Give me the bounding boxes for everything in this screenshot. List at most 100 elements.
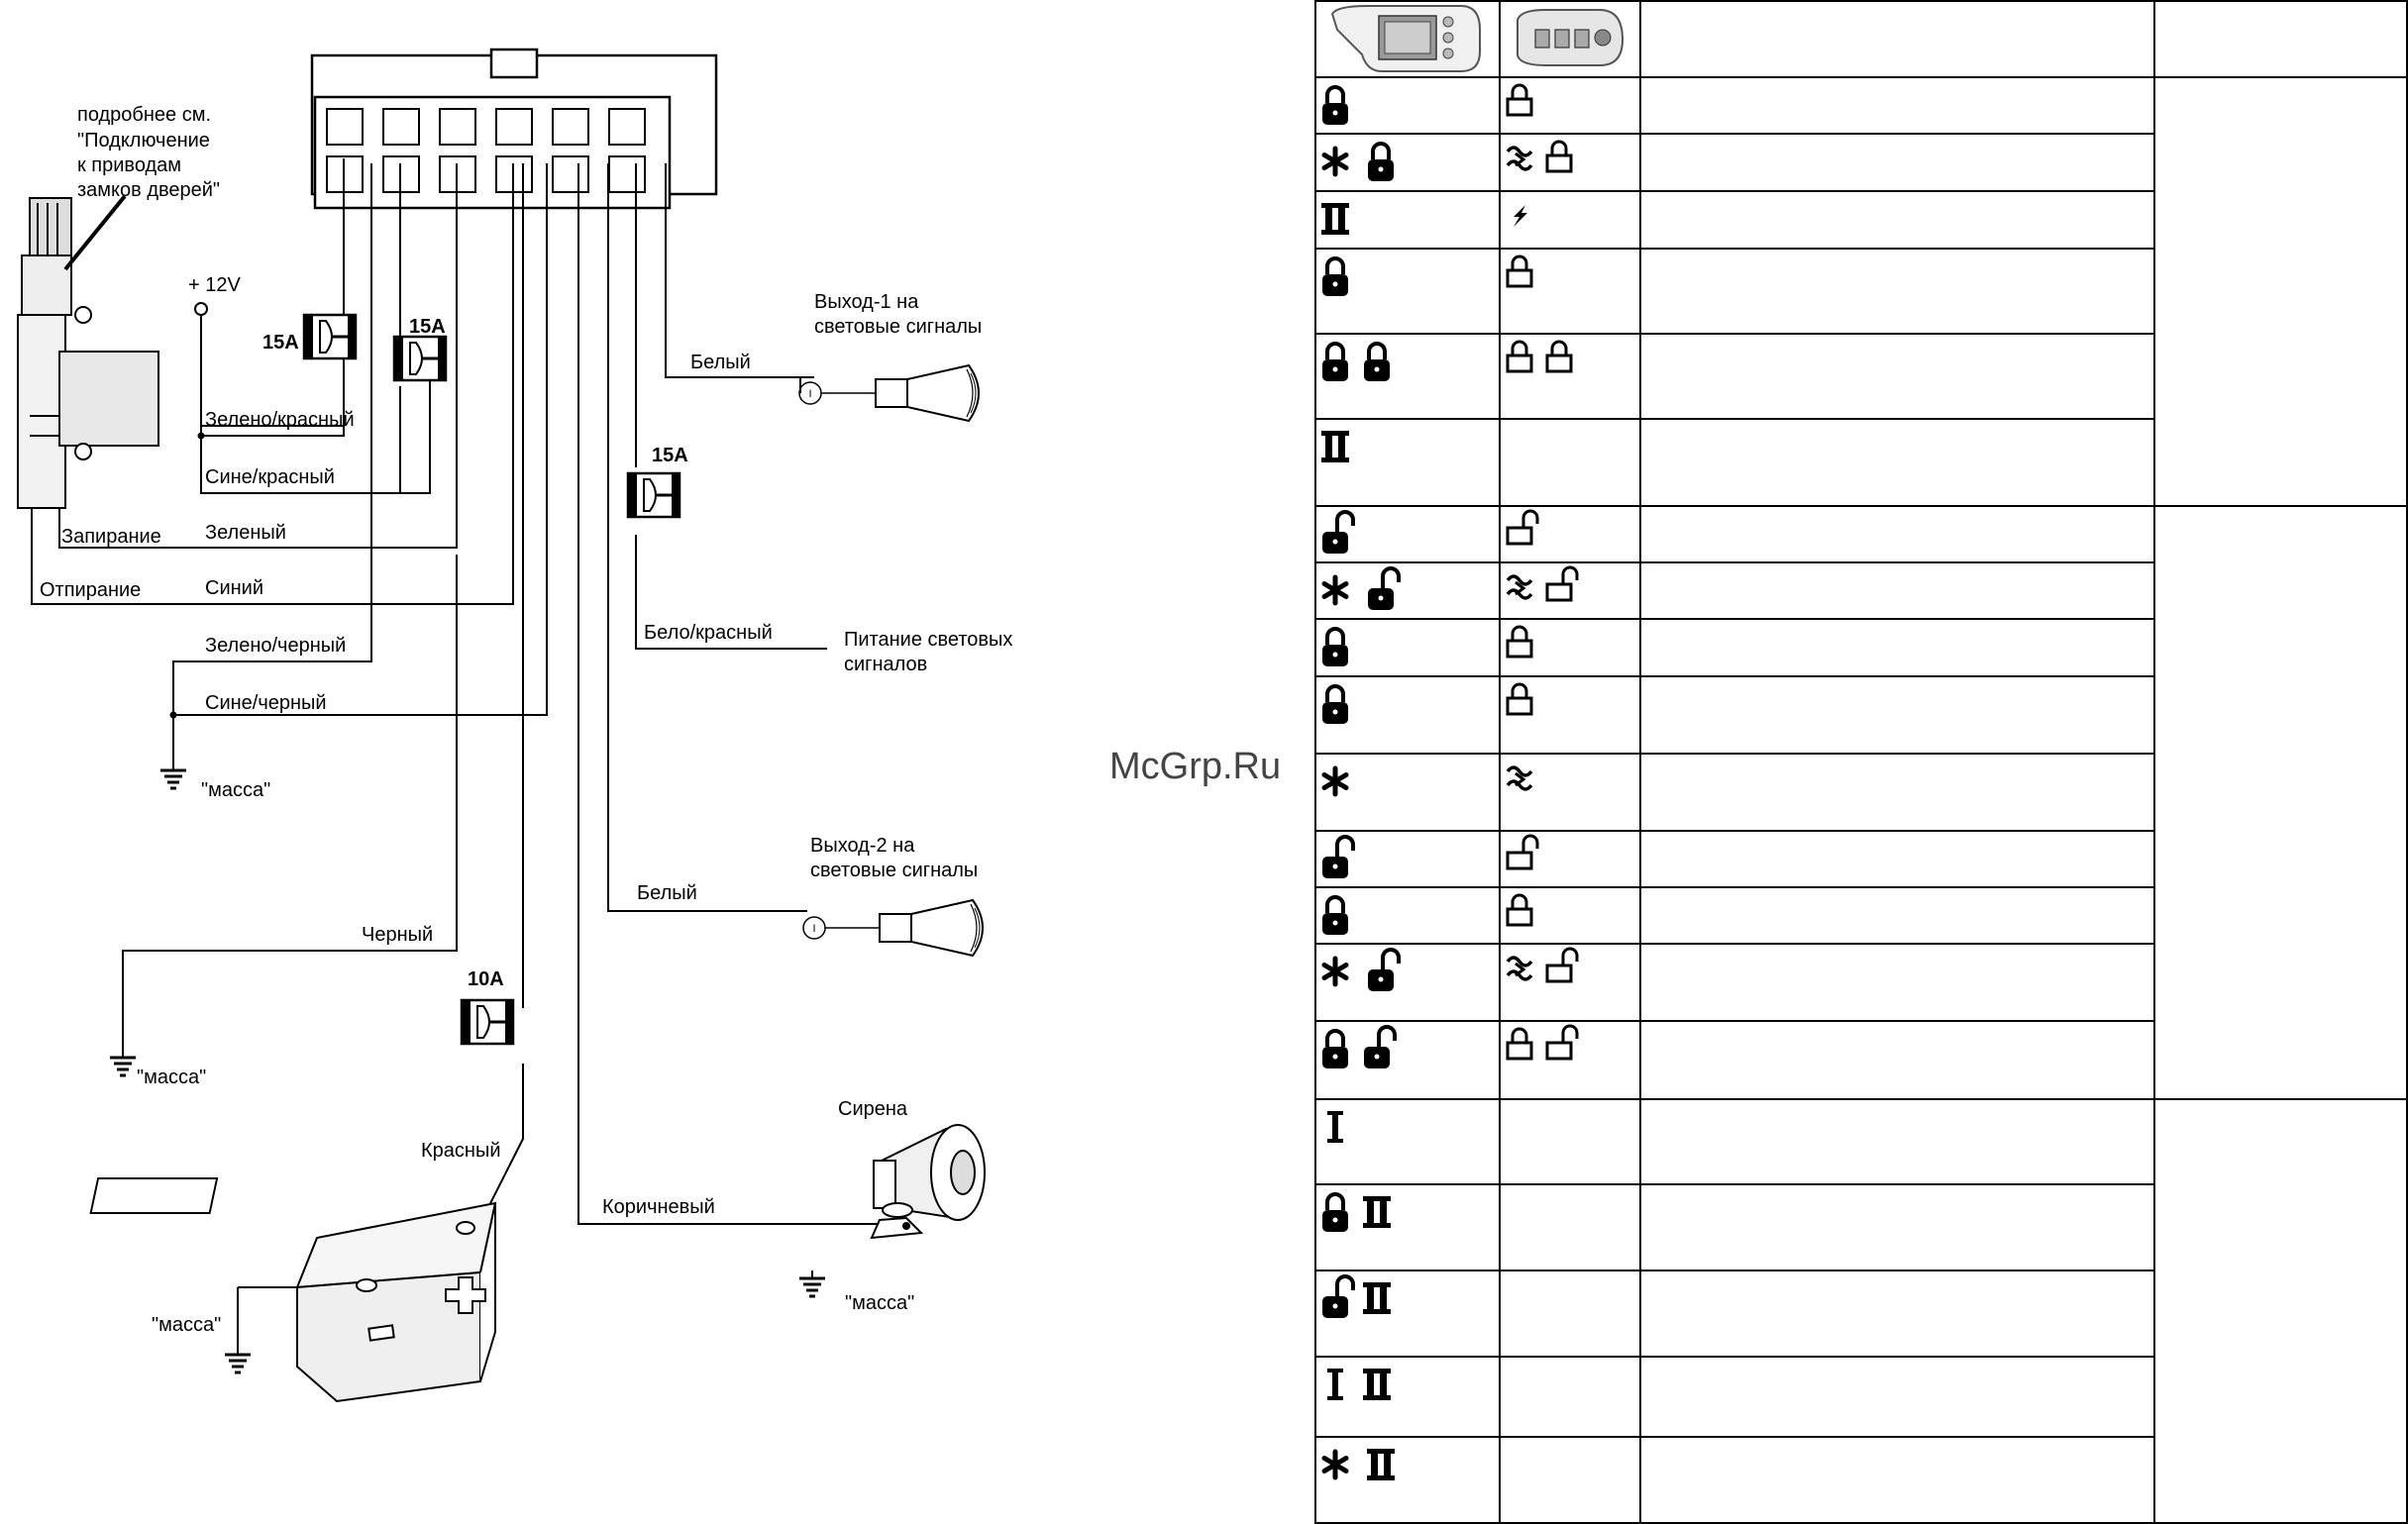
fuse-15a-3 (626, 471, 681, 519)
ground-symbol-2 (108, 1048, 138, 1077)
table-row-15-col1-lock-icon (1320, 1029, 1350, 1070)
ground-label-1: "масса" (201, 779, 270, 801)
output1-line-2: световые сигналы (814, 316, 982, 338)
door-actuator (17, 197, 159, 509)
connector-pin-top-2 (382, 108, 420, 146)
table-row-7-col2-unlock-icon (1506, 509, 1539, 546)
output2-line-1: Выход-2 на (810, 835, 915, 857)
ground-symbol-4 (797, 1269, 827, 1298)
table-row-17-col1-II-icon (1363, 1196, 1391, 1228)
door-note-line-2: "Подключение (77, 130, 210, 152)
table-row-4-col1-lock-icon (1320, 256, 1350, 298)
table-row-15-col1-unlock-icon (1362, 1025, 1397, 1070)
fuse-15a-3-label: 15А (652, 445, 688, 466)
battery (89, 1177, 497, 1403)
wire-blue-black-label: Сине/черный (205, 692, 327, 714)
connector-pin-top-6 (608, 108, 646, 146)
table-row-1-col1-lock-icon (1320, 85, 1350, 127)
connector-pin-top-4 (495, 108, 533, 146)
table-row-11-col1-star-icon (1324, 768, 1346, 794)
wire-blue-red-label: Сине/красный (205, 466, 335, 488)
command-table (1314, 0, 2408, 1524)
wire-green-red-label: Зелено/красный (205, 409, 355, 431)
table-row-14-col1-unlock-icon (1366, 948, 1401, 993)
fuse-15a-2-label: 15А (409, 316, 446, 338)
table-row-4-col2-lock-icon (1506, 254, 1533, 288)
remote-pager-icon (1330, 5, 1481, 72)
wire-brown-label: Коричневый (602, 1196, 715, 1218)
light-power-line-2: сигналов (844, 654, 927, 675)
table-row-5-col2-lock-icon (1545, 340, 1573, 373)
door-note-pointer (63, 194, 127, 271)
output2-line-2: световые сигналы (810, 860, 978, 881)
table-row-18-col1-II-icon (1363, 1282, 1391, 1314)
output1-line-1: Выход-1 на (814, 291, 919, 313)
light-output-1 (798, 364, 980, 422)
wire-blue-label: Синий (205, 577, 263, 599)
table-row-9-col2-lock-icon (1506, 625, 1533, 659)
table-row-10-col2-lock-icon (1506, 682, 1533, 716)
connector-pin-top-1 (326, 108, 364, 146)
fuse-15a-1 (302, 313, 358, 360)
table-row-2-col2-wave-icon (1506, 146, 1533, 171)
wire-white-red-label: Бело/красный (644, 622, 773, 644)
plus12v-label: + 12V (188, 274, 241, 296)
main-connector (310, 48, 718, 210)
table-row-9-col1-lock-icon (1320, 627, 1350, 668)
table-row-1-col2-lock-icon (1506, 83, 1533, 117)
table-row-3-col2-flash-icon (1514, 205, 1527, 227)
table-row-2-col1-lock-icon (1366, 142, 1396, 183)
table-row-12-col2-unlock-icon (1506, 834, 1539, 870)
table-row-12-col1-unlock-icon (1320, 835, 1355, 880)
ground-label-4: "масса" (845, 1292, 914, 1314)
table-row-7-col1-unlock-icon (1320, 510, 1355, 556)
lock-label: Запирание (61, 526, 161, 548)
fuse-15a-2 (392, 335, 448, 382)
fuse-15a-1-label: 15А (262, 332, 299, 354)
wire-green-label: Зеленый (205, 522, 286, 544)
table-row-5-col2-lock-icon (1506, 340, 1533, 373)
table-row-2-col1-star-icon (1324, 149, 1346, 174)
watermark: McGrp.Ru (1109, 746, 1281, 787)
plus12v-terminal (194, 302, 208, 316)
door-note-line-4: замков дверей" (77, 179, 220, 201)
wire-white-label-2: Белый (637, 882, 697, 904)
connector-pin-bottom-6 (608, 155, 646, 193)
table-row-8-col2-wave-icon (1506, 574, 1533, 600)
table-row-13-col1-lock-icon (1320, 895, 1350, 937)
light-power-line-1: Питание световых (844, 629, 1012, 651)
ground-symbol-1 (158, 761, 188, 790)
table-row-8-col1-unlock-icon (1366, 566, 1401, 612)
table-row-3-col1-II-icon (1321, 203, 1349, 235)
ground-label-3: "масса" (152, 1314, 221, 1336)
table-row-5-col1-lock-icon (1362, 342, 1392, 383)
table-row-15-col2-unlock-icon (1545, 1024, 1579, 1061)
door-note-line-3: к приводам (77, 154, 181, 176)
table-row-13-col2-lock-icon (1506, 893, 1533, 927)
siren-label: Сирена (838, 1098, 908, 1120)
door-note-line-1: подробнее см. (77, 104, 211, 126)
table-row-19-col1-II-icon (1363, 1369, 1391, 1400)
table-row-14-col1-star-icon (1324, 959, 1346, 984)
table-row-15-col2-lock-icon (1506, 1027, 1533, 1061)
table-row-16-col1-I-icon (1327, 1111, 1343, 1143)
ground-symbol-3 (223, 1345, 253, 1374)
light-output-2 (802, 899, 984, 957)
table-row-10-col1-lock-icon (1320, 684, 1350, 726)
table-row-2-col2-lock-icon (1545, 140, 1573, 173)
fuse-10a-label: 10А (468, 968, 504, 990)
connector-pin-top-5 (552, 108, 589, 146)
table-row-11-col2-wave-icon (1506, 765, 1533, 791)
wire-red-label: Красный (421, 1140, 501, 1162)
wires (31, 158, 882, 1347)
table-row-14-col2-wave-icon (1506, 956, 1533, 981)
table-row-20-col1-star-icon (1324, 1452, 1346, 1477)
table-row-14-col2-unlock-icon (1545, 947, 1579, 983)
siren (870, 1124, 986, 1240)
table-row-5-col1-lock-icon (1320, 342, 1350, 383)
remote-keyfob-icon (1517, 9, 1624, 66)
junctions (169, 432, 205, 719)
table-row-17-col1-lock-icon (1320, 1192, 1350, 1234)
wire-white-label-1: Белый (690, 352, 751, 373)
